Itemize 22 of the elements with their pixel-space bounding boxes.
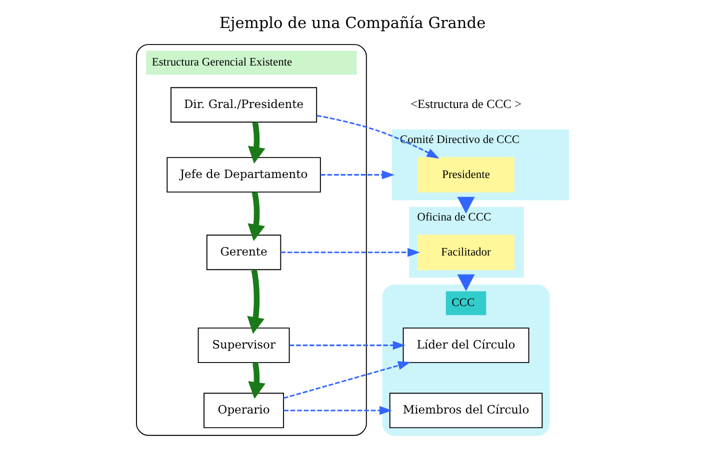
arrow: [288, 340, 406, 350]
node-box: Presidente: [417, 157, 514, 193]
arrow: [283, 406, 392, 415]
node-box: Gerente: [206, 234, 281, 270]
diagram-title: Ejemplo de una Compañía Grande: [218, 14, 486, 32]
node-box: Supervisor: [197, 328, 290, 364]
node-box: Líder del Círculo: [402, 328, 529, 364]
arrow: [320, 170, 394, 180]
arrow: [456, 274, 474, 292]
node-box: Miembros del Círculo: [388, 392, 542, 428]
node-box: Dir. Gral./Presidente: [170, 87, 317, 123]
arrow: [280, 248, 420, 257]
node-box: Jefe de Departamento: [166, 157, 320, 193]
arrow: [248, 362, 265, 399]
node-box: Operario: [203, 392, 284, 428]
node-box: Facilitador: [417, 234, 514, 270]
arrow: [316, 114, 439, 159]
arrow: [282, 361, 410, 399]
arrow: [456, 196, 474, 214]
arrow: [247, 192, 265, 242]
label: <Estructura de CCC >: [410, 97, 522, 112]
arrow: [246, 270, 264, 334]
